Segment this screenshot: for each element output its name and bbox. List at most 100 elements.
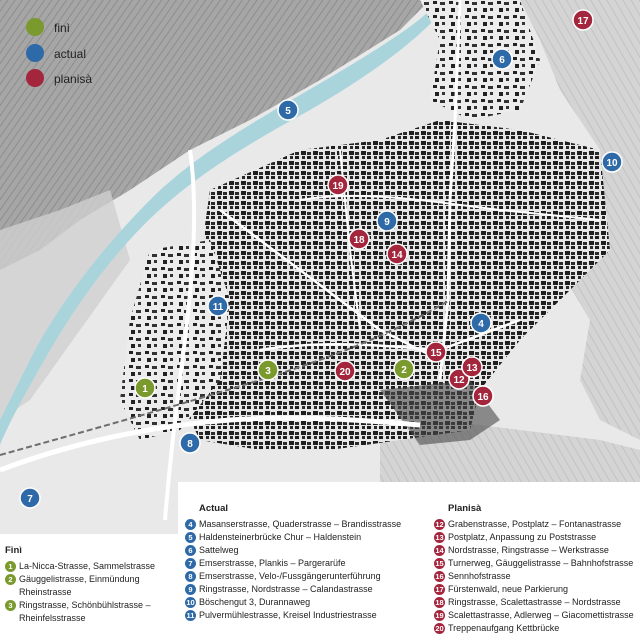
marker-20-label: 20 <box>339 367 351 378</box>
item-number: 4 <box>185 519 196 530</box>
item-number: 15 <box>434 558 445 569</box>
panel-bg-main <box>178 482 640 640</box>
item-text: Ringstrasse, Schönbühlstrasse – Rheinfel… <box>19 600 151 623</box>
marker-9-label: 9 <box>384 217 390 228</box>
rhine-river <box>0 0 452 445</box>
marker-1-label: 1 <box>142 384 148 395</box>
item-number: 16 <box>434 571 445 582</box>
marker-19[interactable]: 19 <box>327 174 349 196</box>
marker-20[interactable]: 20 <box>334 360 356 382</box>
marker-4-label: 4 <box>478 319 484 330</box>
old-town <box>380 380 500 445</box>
marker-11[interactable]: 11 <box>207 295 229 317</box>
marker-10-label: 10 <box>606 158 618 169</box>
list-planisa-title: Planisà <box>448 503 482 514</box>
map-legend: finì actual planisà <box>26 18 92 87</box>
marker-4[interactable]: 4 <box>470 312 492 334</box>
item-text: Grabenstrasse, Postplatz – Fontanastrass… <box>448 519 622 529</box>
item-number: 10 <box>185 597 196 608</box>
marker-6-label: 6 <box>499 55 505 66</box>
item-text: Pulvermühlestrasse, Kreisel Industriestr… <box>199 610 377 620</box>
item-number: 19 <box>434 610 445 621</box>
item-text: Haldensteinerbrücke Chur – Haldenstein <box>199 532 362 542</box>
marker-10[interactable]: 10 <box>601 151 623 173</box>
railway-line <box>0 299 451 456</box>
marker-8-label: 8 <box>187 439 193 450</box>
marker-17[interactable]: 17 <box>572 9 594 31</box>
legend-dot-planisa <box>26 69 44 87</box>
marker-16[interactable]: 16 <box>472 385 494 407</box>
marker-6[interactable]: 6 <box>491 48 513 70</box>
marker-16-label: 16 <box>477 392 489 403</box>
item-number: 13 <box>434 532 445 543</box>
item-number: 8 <box>185 571 196 582</box>
item-text: Masanserstrasse, Quaderstrasse – Brandis… <box>199 519 402 529</box>
item-number: 9 <box>185 584 196 595</box>
marker-14[interactable]: 14 <box>386 243 408 265</box>
item-number: 14 <box>434 545 445 556</box>
marker-7[interactable]: 7 <box>19 487 41 509</box>
item-number: 11 <box>185 610 196 621</box>
item-text: Emserstrasse, Plankis – Pargerarüfe <box>199 558 346 568</box>
item-number: 18 <box>434 597 445 608</box>
marker-9[interactable]: 9 <box>376 210 398 232</box>
north-district <box>420 0 540 120</box>
list-fini-title: Finì <box>5 545 22 556</box>
marker-5-label: 5 <box>285 106 291 117</box>
item-text: Böschengut 3, Durannaweg <box>199 597 311 607</box>
list-actual-title: Actual <box>199 503 229 514</box>
item-number: 1 <box>5 561 16 572</box>
item-text: Gäuggelistrasse, Einmündung Rheinstrasse <box>19 574 140 597</box>
item-text: Ringstrasse, Nordstrasse – Calandastrass… <box>199 584 373 594</box>
marker-3[interactable]: 3 <box>257 359 279 381</box>
legend-label-fini: finì <box>54 21 70 35</box>
item-text: Scalettastrasse, Adlerweg – Giacomettist… <box>448 610 634 620</box>
city-blocks <box>180 120 610 450</box>
item-text: Nordstrasse, Ringstrasse – Werkstrasse <box>448 545 609 555</box>
legend-label-actual: actual <box>54 47 86 61</box>
item-text: Sattelweg <box>199 545 239 555</box>
marker-13[interactable]: 13 <box>461 356 483 378</box>
marker-8[interactable]: 8 <box>179 432 201 454</box>
marker-13-label: 13 <box>466 363 478 374</box>
item-text: Emserstrasse, Velo-/Fussgängerunterführu… <box>199 571 381 581</box>
marker-1[interactable]: 1 <box>134 377 156 399</box>
item-text: Ringstrasse, Scalettastrasse – Nordstras… <box>448 597 621 607</box>
marker-7-label: 7 <box>27 494 33 505</box>
marker-5[interactable]: 5 <box>277 99 299 121</box>
item-text: Sennhofstrasse <box>448 571 511 581</box>
marker-17-label: 17 <box>577 16 589 27</box>
item-number: 5 <box>185 532 196 543</box>
item-number: 7 <box>185 558 196 569</box>
marker-2[interactable]: 2 <box>393 358 415 380</box>
legend-dot-actual <box>26 44 44 62</box>
item-number: 2 <box>5 574 16 585</box>
item-text: Treppenaufgang Kettbrücke <box>448 623 560 633</box>
item-number: 17 <box>434 584 445 595</box>
panel-bg-fini <box>0 534 178 640</box>
marker-19-label: 19 <box>332 181 344 192</box>
marker-14-label: 14 <box>391 250 403 261</box>
marker-18[interactable]: 18 <box>348 228 370 250</box>
marker-15[interactable]: 15 <box>425 341 447 363</box>
item-number: 20 <box>434 623 445 634</box>
item-text: La-Nicca-Strasse, Sammelstrasse <box>19 561 156 571</box>
marker-18-label: 18 <box>353 235 365 246</box>
